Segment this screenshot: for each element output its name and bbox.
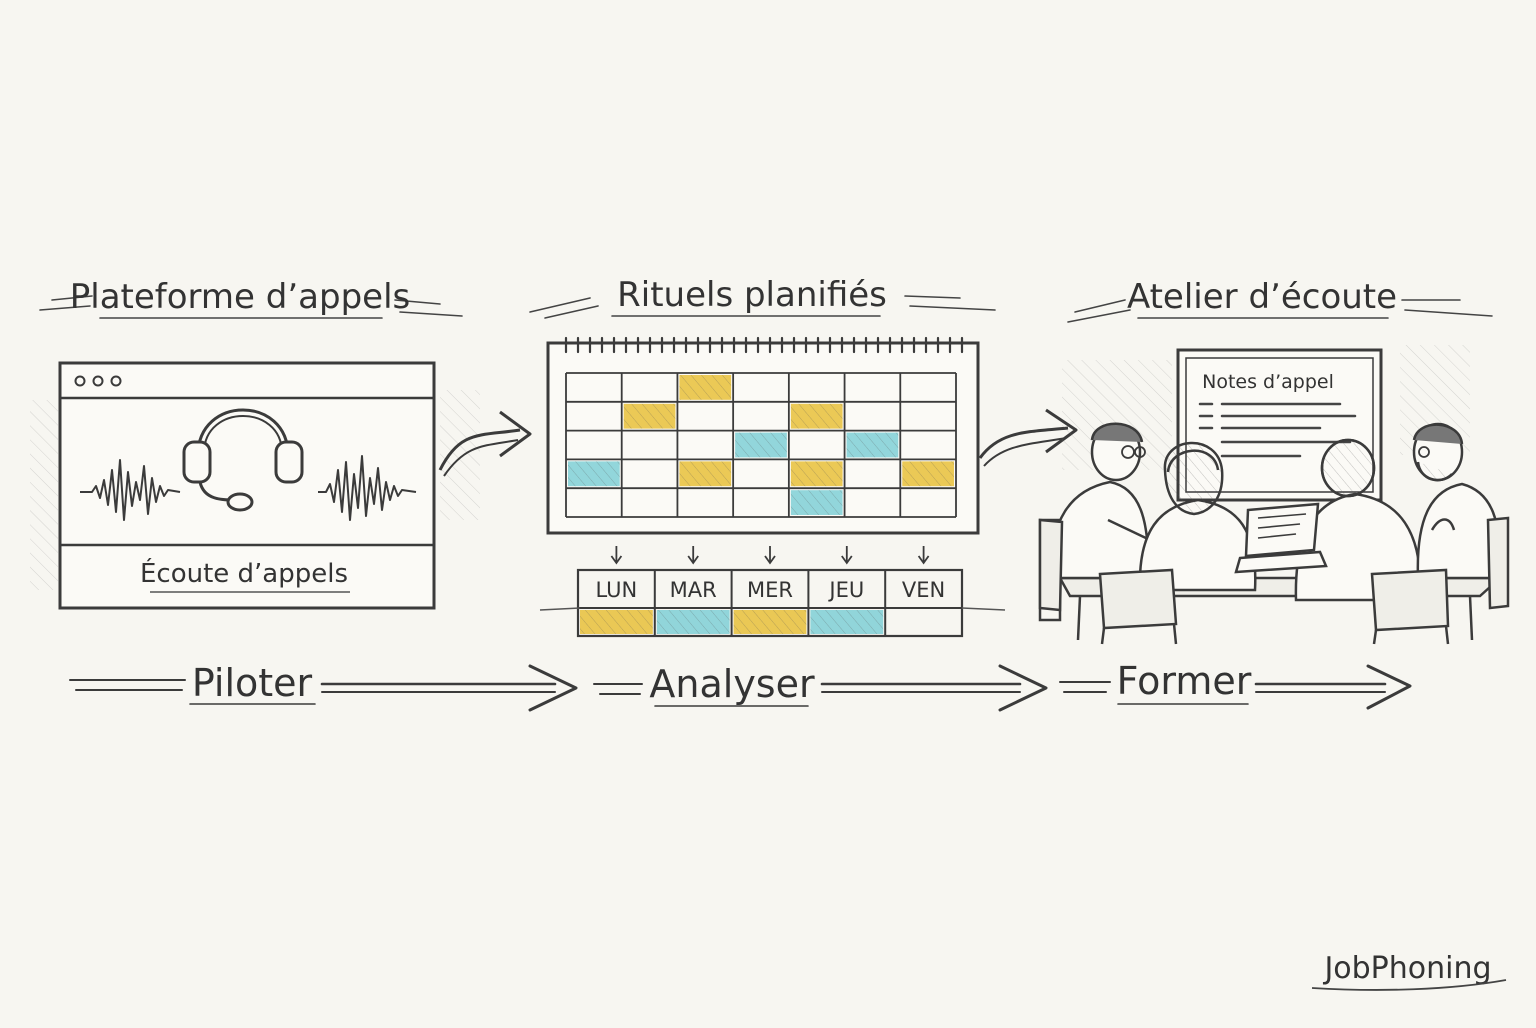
calendar-slot-hatch xyxy=(735,432,787,458)
person-right-icon xyxy=(1412,422,1502,580)
week-slot-hatch xyxy=(810,610,884,634)
sketch-line xyxy=(539,607,581,611)
flow-arrow-icon xyxy=(438,428,521,471)
panel-call-platform: Plateforme d’appels Écoute d’appels xyxy=(30,277,480,610)
screen-title: Notes d’appel xyxy=(1202,371,1334,393)
panel-title-decor xyxy=(39,295,463,319)
chair-icon xyxy=(1038,518,1064,612)
table-leg xyxy=(1076,595,1082,641)
panel-title: Rituels planifiés xyxy=(617,275,887,315)
step-former: Former xyxy=(1117,659,1252,703)
call-window-label: Écoute d’appels xyxy=(140,557,348,589)
arrowhead-icon xyxy=(528,664,578,712)
brand-logo: JobPhoning xyxy=(1322,951,1491,986)
day-label-mer: MER xyxy=(747,578,793,602)
chair-icon xyxy=(1486,516,1510,610)
calendar-slot-hatch xyxy=(679,375,732,400)
week-slot-hatch xyxy=(656,610,730,634)
calendar-slot-hatch xyxy=(790,461,843,487)
calendar-slot-hatch xyxy=(846,432,899,458)
flow-arrow-icon xyxy=(983,437,1067,467)
waveform-left-icon xyxy=(80,459,181,521)
headset-icon xyxy=(182,408,304,512)
chair-icon xyxy=(1098,568,1178,645)
panel-title: Plateforme d’appels xyxy=(70,277,411,317)
table-leg xyxy=(1468,595,1474,641)
day-arrows xyxy=(610,546,930,565)
calendar-slot-hatch xyxy=(902,461,954,487)
window-dot-icon xyxy=(74,375,86,387)
window-dot-icon xyxy=(110,375,122,387)
calendar-slot-hatch xyxy=(790,490,843,515)
screen-text-lines xyxy=(1198,402,1357,458)
week-strip-frame xyxy=(576,568,964,638)
down-arrow-head-icon xyxy=(764,555,776,565)
panel-title-decor xyxy=(529,295,996,319)
waveform-right-icon xyxy=(318,455,417,521)
bottom-flow xyxy=(69,664,1412,712)
step-piloter: Piloter xyxy=(192,661,313,705)
sketch-shading xyxy=(440,390,480,520)
window-dot-icon xyxy=(92,375,104,387)
panel-title: Atelier d’écoute xyxy=(1127,277,1397,317)
calendar-slot-hatch xyxy=(790,403,843,429)
flow-arrow-icon xyxy=(443,439,519,477)
laptop-icon xyxy=(1234,502,1328,574)
day-label-ven: VEN xyxy=(902,578,945,602)
arrowhead-icon xyxy=(1366,664,1412,710)
chair-icon xyxy=(1370,568,1450,645)
week-strip: LUN MAR MER JEU VEN xyxy=(576,568,964,638)
down-arrow-head-icon xyxy=(917,555,930,565)
panel-title-decor xyxy=(1067,299,1493,323)
sketch-line xyxy=(961,607,1006,611)
down-arrow-head-icon xyxy=(687,555,699,565)
calendar-slot-hatch xyxy=(568,461,620,487)
panel-planned-rituals: Rituels planifiés LUN MAR MER JEU VEN xyxy=(529,275,1006,638)
down-arrow-head-icon xyxy=(610,555,623,565)
flow-arrow-icon xyxy=(978,426,1069,459)
day-label-jeu: JEU xyxy=(827,578,864,602)
step-analyser: Analyser xyxy=(649,662,815,706)
week-slot-hatch xyxy=(733,610,807,634)
calendar-slot-hatch xyxy=(623,403,676,429)
person-woman-icon xyxy=(1138,441,1257,592)
week-slot-hatch xyxy=(580,610,653,634)
sketch-shading xyxy=(30,400,58,590)
person-left-icon xyxy=(1038,422,1151,622)
calendar-slot-hatch xyxy=(679,461,732,487)
arrowhead-icon xyxy=(998,664,1048,712)
calendar-cells xyxy=(568,375,954,515)
calendar-spiral xyxy=(564,336,964,354)
panel-listening-workshop: Atelier d’écoute Notes d’appel xyxy=(1038,277,1510,645)
day-label-mar: MAR xyxy=(670,578,717,602)
day-label-lun: LUN xyxy=(596,578,638,602)
arrowhead-icon xyxy=(499,410,532,458)
calendar-grid xyxy=(565,372,957,518)
brand-underline xyxy=(1311,979,1507,991)
down-arrow-head-icon xyxy=(841,555,853,565)
wall-screen-inner xyxy=(1185,357,1374,493)
